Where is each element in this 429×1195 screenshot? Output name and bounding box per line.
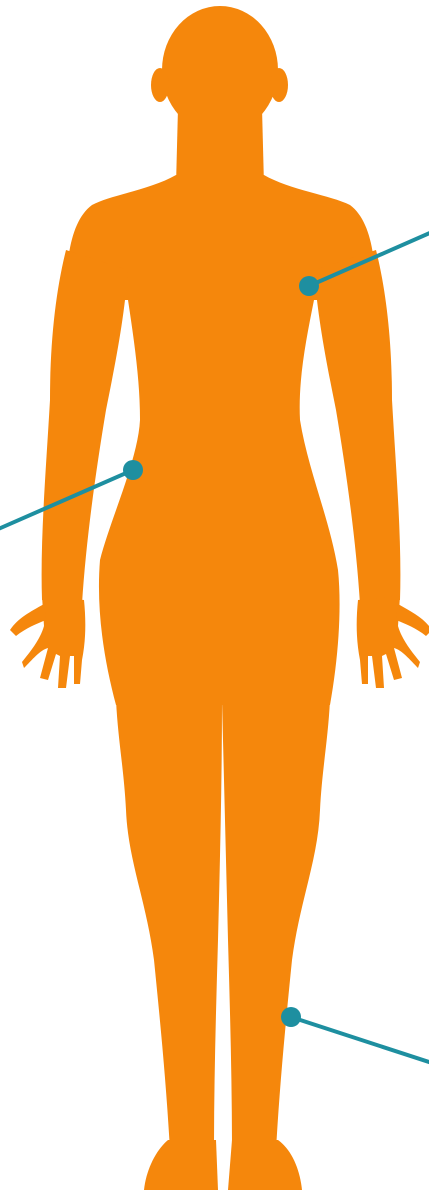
left-leg bbox=[116, 700, 222, 1150]
left-thumb bbox=[10, 604, 46, 636]
torso bbox=[66, 175, 376, 705]
neck bbox=[176, 108, 264, 185]
right-hand bbox=[357, 596, 420, 688]
right-ear bbox=[270, 68, 288, 102]
lower-leg-dot bbox=[281, 1007, 301, 1027]
body-silhouette bbox=[10, 6, 429, 1190]
right-leg bbox=[222, 700, 330, 1150]
left-ear bbox=[151, 68, 169, 102]
right-thumb bbox=[396, 604, 429, 636]
right-foot bbox=[228, 1140, 302, 1190]
left-foot bbox=[144, 1140, 218, 1190]
lower-leg-marker bbox=[281, 1007, 429, 1063]
left-hand bbox=[22, 596, 85, 688]
waist-dot bbox=[123, 460, 143, 480]
chest-dot bbox=[299, 276, 319, 296]
lower-leg-leader-line bbox=[291, 1017, 429, 1063]
